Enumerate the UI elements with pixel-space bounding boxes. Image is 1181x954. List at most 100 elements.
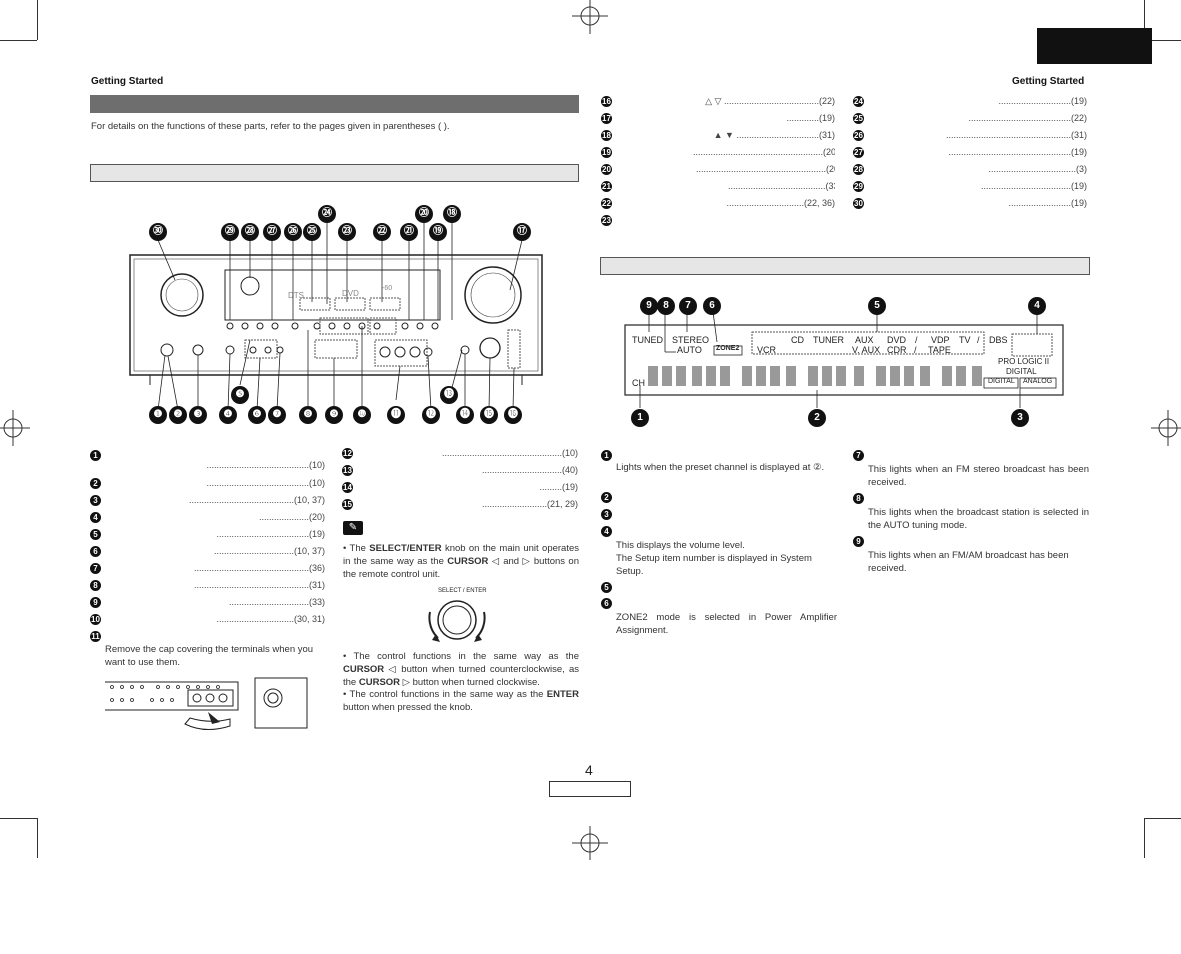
callout-20: ⑳ (415, 205, 433, 223)
terminal-cap-illustration (105, 677, 308, 730)
display-item-3: 3 (601, 509, 612, 520)
list-item: 16 (601, 96, 612, 107)
section-header-left: Getting Started (91, 76, 164, 87)
crop-mark (1144, 818, 1145, 858)
list-item-ref: ........................................… (193, 580, 325, 590)
display-callout-6: 6 (703, 297, 721, 315)
display-callout-2: 2 (808, 409, 826, 427)
callout-4: ❹ (219, 406, 237, 424)
item-number: 7 (853, 450, 864, 461)
list-item: 23 (601, 215, 612, 226)
lcd-analog-box: ANALOG (1023, 378, 1053, 385)
crop-mark (1144, 818, 1181, 819)
note-bullet-3: • The control functions in the same way … (343, 689, 579, 713)
page-ref: (19) (818, 113, 835, 123)
item-number: 2 (90, 478, 101, 489)
crop-mark (37, 0, 38, 40)
lcd-slash: / (977, 335, 980, 345)
list-item: 25 (853, 113, 864, 124)
item-number: 17 (601, 113, 612, 124)
list-item-ref: ...................................(3) (988, 164, 1087, 174)
callout-16: ⓰ (504, 406, 522, 424)
item-number: 24 (853, 96, 864, 107)
callout-21: ㉑ (400, 223, 418, 241)
page-ref: (19) (1070, 96, 1087, 106)
callout-12: ⓬ (422, 406, 440, 424)
display-item-1-text: Lights when the preset channel is displa… (616, 462, 825, 473)
list-item: 30 (853, 198, 864, 209)
select-enter-knob-illustration (428, 600, 486, 642)
callout-26: ㉖ (284, 223, 302, 241)
list-item: 18 (601, 130, 612, 141)
knob-label: SELECT / ENTER (438, 588, 487, 594)
lcd-digital-mark: DIGITAL (1006, 367, 1037, 376)
page-ref: (19) (561, 482, 578, 492)
list-item: 15 (342, 499, 353, 510)
display-item-7: 7 (853, 450, 864, 461)
crop-mark (0, 40, 37, 41)
item-number: 28 (853, 164, 864, 175)
callout-30: ㉚ (149, 223, 167, 241)
lcd-digital-box: DIGITAL (988, 378, 1015, 385)
list-item: 11 (90, 631, 101, 642)
list-item-ref: ...............................(22, 36) (726, 198, 835, 208)
list-item-ref: ........................................… (945, 130, 1087, 140)
list-item: 2 (90, 478, 101, 489)
item-number: 3 (601, 509, 612, 520)
lcd-source-vdp: VDP (931, 335, 950, 345)
item-number: 5 (90, 529, 101, 540)
display-item-4: 4 (601, 526, 612, 537)
item-number: 22 (601, 198, 612, 209)
item-11-text: Remove the cap covering the terminals wh… (105, 644, 314, 668)
display-item-4-text: This displays the volume level. The Setu… (616, 540, 812, 577)
callout-25: ㉕ (303, 223, 321, 241)
list-item-ref: .............................(19) (998, 96, 1087, 106)
svg-text:-60: -60 (382, 285, 392, 292)
item-number: 14 (342, 482, 353, 493)
item-number: 5 (601, 582, 612, 593)
registration-mark (1151, 410, 1181, 446)
list-item-ref: ....................(20) (258, 512, 325, 522)
lcd-tuned: TUNED (632, 335, 663, 345)
list-item-ref: ................................(10, 37) (213, 546, 325, 556)
list-item-ref: ................................(40) (481, 465, 578, 475)
lcd-prologic: PRO LOGIC II (998, 357, 1050, 366)
page-ref: (21, 29) (546, 499, 578, 509)
callout-13: ⓭ (440, 386, 458, 404)
list-item: 24 (853, 96, 864, 107)
callout-23: ㉓ (338, 223, 356, 241)
item-number: 20 (601, 164, 612, 175)
list-item: 6 (90, 546, 101, 557)
item-number: 9 (90, 597, 101, 608)
page-ref: (19) (1070, 198, 1087, 208)
item-number: 7 (90, 563, 101, 574)
front-panel-bar (90, 164, 579, 182)
list-item-ref: △ ▽ ....................................… (705, 96, 835, 106)
item-number: 6 (601, 598, 612, 609)
text: The (349, 543, 370, 554)
list-item: 27 (853, 147, 864, 158)
list-item-ref: ....................................(19) (980, 181, 1087, 191)
registration-mark (572, 0, 608, 34)
text-bold: CURSOR (358, 677, 401, 688)
item-number: 12 (342, 448, 353, 459)
list-item-ref: ........................................… (188, 495, 325, 505)
item-number: 25 (853, 113, 864, 124)
display-callout-3: 3 (1011, 409, 1029, 427)
list-item: 29 (853, 181, 864, 192)
callout-18: ⑱ (443, 205, 461, 223)
display-item-6: 6 (601, 598, 612, 609)
callout-11: ⓫ (387, 406, 405, 424)
lcd-ch: CH (632, 378, 645, 388)
list-item: 4 (90, 512, 101, 523)
arrow-symbols: △ ▽ (705, 96, 722, 106)
list-item-ref: ........................................… (968, 113, 1087, 123)
lcd-source-cd: CD (791, 335, 804, 345)
item-number: 18 (601, 130, 612, 141)
list-item: 9 (90, 597, 101, 608)
list-item-ref: ................................(33) (228, 597, 325, 607)
callout-27: ㉗ (263, 223, 281, 241)
page-ref: (22) (1070, 113, 1087, 123)
page-footer-box (549, 781, 631, 797)
registration-mark (572, 826, 608, 860)
